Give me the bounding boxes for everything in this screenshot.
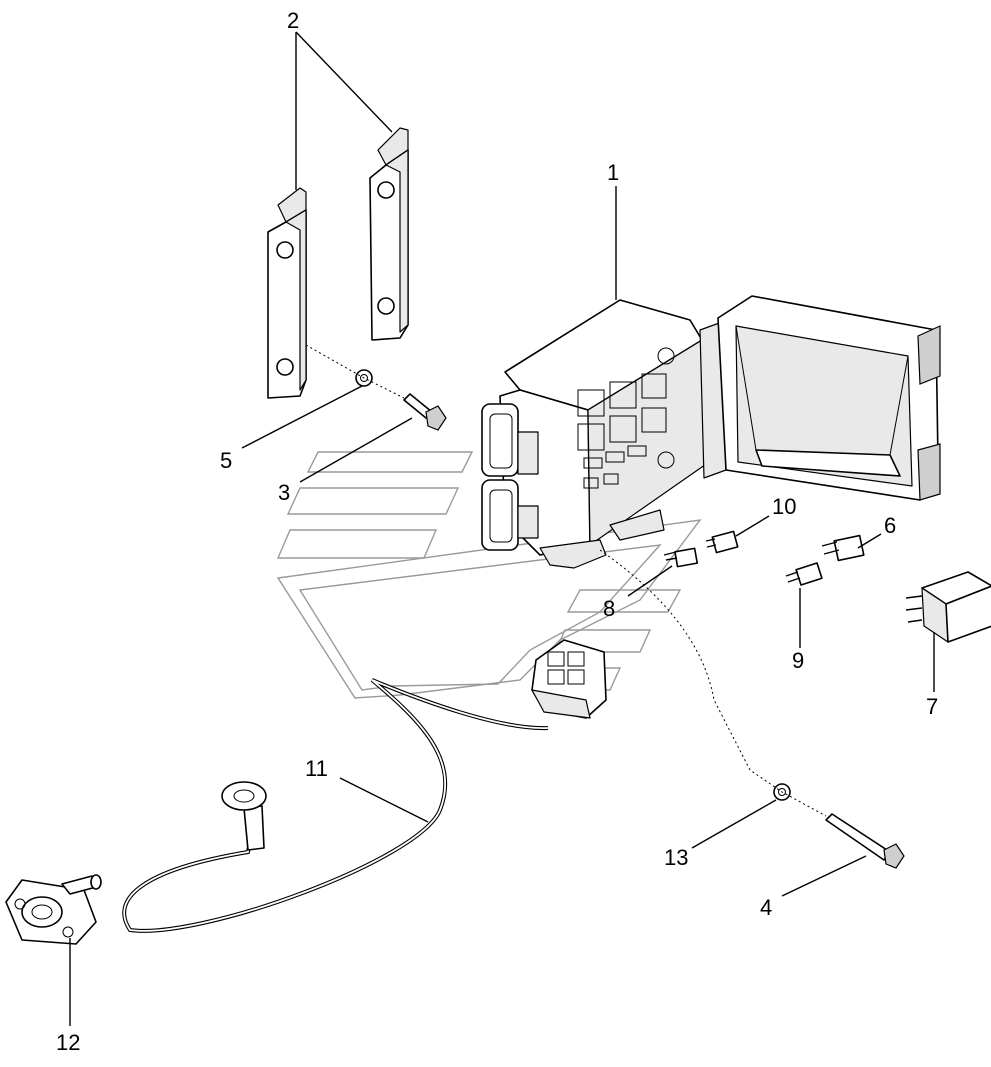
leader-lines — [69, 31, 935, 1026]
fuse-10 — [705, 530, 739, 554]
callout-10: 10 — [772, 494, 797, 519]
callout-11: 11 — [305, 756, 328, 781]
fuse-9 — [785, 562, 823, 586]
bracket-left — [267, 187, 307, 399]
callout-1: 1 — [607, 160, 620, 185]
callout-6: 6 — [884, 513, 897, 538]
fuse-8 — [663, 547, 699, 568]
fuse-6 — [821, 534, 865, 562]
assembly-path-3-5 — [305, 344, 405, 399]
callout-4: 4 — [760, 895, 773, 920]
callout-3: 3 — [278, 480, 291, 505]
assembly-path-4-13 — [599, 549, 827, 817]
callout-8: 8 — [603, 596, 616, 621]
bracket-right — [369, 127, 409, 341]
ground-stud-12 — [5, 874, 102, 945]
bolt-3 — [403, 393, 447, 431]
callout-13: 13 — [664, 845, 689, 870]
fuse-relay-box — [481, 295, 941, 569]
ground-wire-11 — [122, 678, 549, 933]
callout-12: 12 — [56, 1030, 81, 1055]
callout-5: 5 — [220, 448, 233, 473]
wire-harness-connector — [531, 639, 607, 719]
relay-7 — [905, 571, 991, 643]
callout-9: 9 — [792, 648, 805, 673]
bolt-4 — [825, 813, 905, 869]
callout-7: 7 — [926, 694, 939, 719]
callout-2: 2 — [287, 8, 300, 33]
